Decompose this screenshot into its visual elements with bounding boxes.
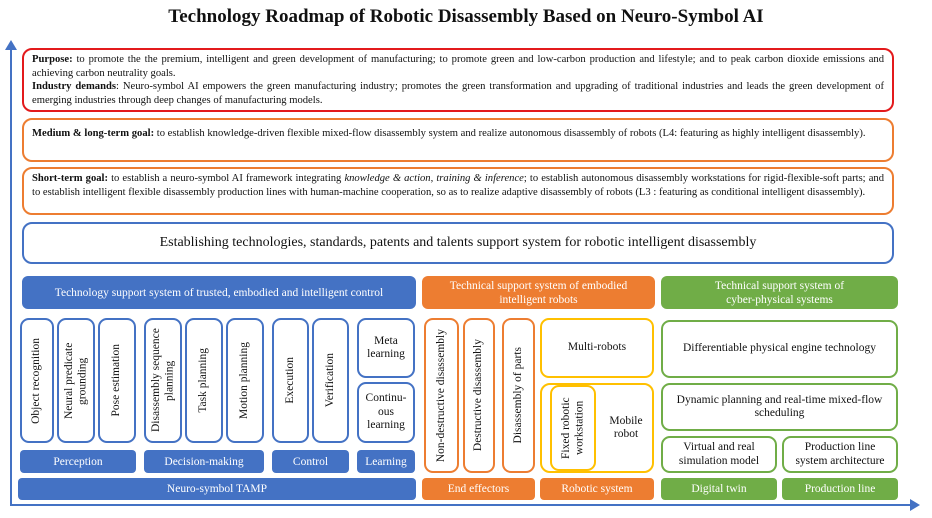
control-label: Control: [272, 450, 349, 473]
task-planning-label: Task planning: [197, 348, 210, 413]
industry-demands-label: Industry demands: [32, 81, 117, 93]
motion-planning-label: Motion planning: [238, 342, 251, 419]
medium-term-goal-box: Medium & long-term goal: to establish kn…: [22, 118, 894, 162]
learning-label: Learning: [357, 450, 415, 473]
robotic-system-label: Robotic system: [540, 478, 654, 500]
destructive-disassembly-box: Destructive disassembly: [463, 318, 495, 473]
short-goal-label: Short-term goal:: [32, 173, 109, 184]
trusted-control-system-header: Technology support system of trusted, em…: [22, 276, 416, 309]
purpose-label: Purpose:: [32, 54, 73, 65]
disassembly-of-parts-box: Disassembly of parts: [502, 318, 535, 473]
disassembly-sequence-planning-box: Disassembly sequence planning: [144, 318, 182, 443]
destructive-disassembly-label: Destructive disassembly: [472, 339, 485, 452]
virtual-real-simulation-box: Virtual and real simulation model: [661, 436, 777, 473]
fixed-robotic-workstation-label: Fixed robotic workstation: [559, 397, 586, 459]
object-recognition-box: Object recognition: [20, 318, 54, 443]
medium-goal-label: Medium & long-term goal:: [32, 128, 155, 139]
non-destructive-disassembly-label: Non-destructive disassembly: [434, 328, 447, 463]
short-goal-italic: knowledge & action, training & inference: [344, 173, 524, 184]
verification-box: Verification: [312, 318, 349, 443]
execution-label: Execution: [283, 357, 296, 404]
support-system-box: Establishing technologies, standards, pa…: [22, 222, 894, 264]
dynamic-planning-box: Dynamic planning and real-time mixed-flo…: [661, 383, 898, 431]
production-line-architecture-box: Production line system architecture: [782, 436, 898, 473]
purpose-box: Purpose: to promote the the premium, int…: [22, 48, 894, 112]
disassembly-of-parts-label: Disassembly of parts: [511, 347, 524, 444]
meta-learning-box: Meta learning: [357, 318, 415, 378]
task-planning-box: Task planning: [185, 318, 223, 443]
neuro-symbol-tamp-label: Neuro-symbol TAMP: [18, 478, 416, 500]
digital-twin-label: Digital twin: [661, 478, 777, 500]
medium-goal-text: to establish knowledge-driven flexible m…: [154, 128, 866, 139]
decision-making-label: Decision-making: [144, 450, 264, 473]
short-goal-text-a: to establish a neuro-symbol AI framework…: [108, 173, 345, 184]
fixed-robotic-workstation-box: Fixed robotic workstation: [550, 385, 596, 471]
continuous-learning-box: Continu-ous learning: [357, 382, 415, 443]
embodied-robots-system-header: Technical support system of embodied int…: [422, 276, 655, 309]
short-goal-text-b: ; to establish autonomous disassembly wo…: [32, 173, 884, 198]
perception-label: Perception: [20, 450, 136, 473]
motion-planning-box: Motion planning: [226, 318, 264, 443]
pose-estimation-label: Pose estimation: [110, 344, 123, 417]
horizontal-axis: [10, 504, 912, 506]
diagram-title: Technology Roadmap of Robotic Disassembl…: [168, 6, 764, 27]
differentiable-physical-engine-box: Differentiable physical engine technolog…: [661, 320, 898, 378]
pose-estimation-box: Pose estimation: [98, 318, 136, 443]
vertical-axis: [10, 48, 12, 505]
end-effectors-label: End effectors: [422, 478, 535, 500]
execution-box: Execution: [272, 318, 309, 443]
purpose-text: to promote the the premium, intelligent …: [32, 54, 884, 79]
cyber-physical-system-header: Technical support system of cyber-physic…: [661, 276, 898, 309]
horizontal-axis-arrow-icon: [910, 499, 920, 511]
industry-demands-text: : Neuro-symbol AI empowers the green man…: [32, 81, 885, 106]
disassembly-sequence-planning-label: Disassembly sequence planning: [149, 328, 176, 433]
vertical-axis-arrow-icon: [5, 40, 17, 50]
multi-robots-box: Multi-robots: [540, 318, 654, 378]
neural-predicate-grounding-box: Neural predicate grounding: [57, 318, 95, 443]
non-destructive-disassembly-box: Non-destructive disassembly: [424, 318, 459, 473]
production-line-label: Production line: [782, 478, 898, 500]
verification-label: Verification: [323, 353, 336, 408]
robotic-system-frame: [540, 383, 654, 473]
neural-predicate-grounding-label: Neural predicate grounding: [62, 342, 89, 419]
mobile-robot-label: Mobile robot: [600, 385, 652, 471]
object-recognition-label: Object recognition: [30, 337, 43, 424]
short-term-goal-box: Short-term goal: to establish a neuro-sy…: [22, 167, 894, 215]
